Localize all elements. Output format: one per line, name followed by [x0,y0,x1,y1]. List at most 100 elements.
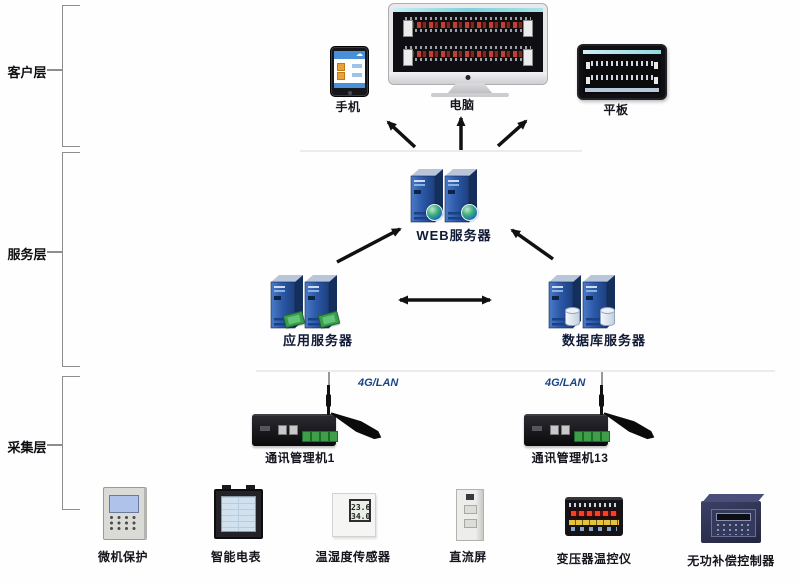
label-device-6: 无功补偿控制器 [687,554,775,568]
decoration [405,29,531,32]
device-panel [711,509,756,537]
terminal-block [601,431,610,442]
scada-band [403,16,533,40]
device-lcd [221,496,256,532]
cloud-icon: ☁ [356,51,363,58]
decoration [466,494,474,500]
phone-home-button [347,91,352,95]
decoration [260,426,270,431]
transformer-temp-controller-device [565,497,623,536]
phone-app-list [352,64,362,68]
label-computer: 电脑 [449,98,475,112]
decoration [523,49,533,66]
desktop-computer [388,3,548,85]
layer-label-service: 服务层 [7,247,47,262]
label-device-1: 微机保护 [97,550,148,564]
decoration [405,17,531,20]
phone-app-header: ☁ [334,51,365,59]
decoration [586,62,590,69]
monitor-chin [389,72,547,84]
device-display [716,513,751,521]
decoration [523,20,533,37]
decoration [654,62,658,69]
decoration [463,505,477,514]
label-device-2: 智能电表 [210,550,261,564]
app-server [266,272,344,332]
smartphone: ☁ [330,46,369,97]
bracket-tick [47,444,62,446]
decoration [405,51,531,57]
database-cylinder-icon [600,307,615,326]
device-keypad [109,515,138,532]
terminal-block [329,431,338,442]
monitor-stand [447,83,493,94]
tablet [577,44,667,100]
label-tablet: 平板 [603,103,629,117]
scada-toolbar [393,8,543,12]
phone-screen: ☁ [334,51,365,88]
layer-label-collection: 采集层 [7,440,47,455]
ethernet-port [550,425,559,435]
bracket-tick [47,69,62,71]
db-server [544,272,622,332]
temperature-reading: 23.6 [351,503,371,512]
reactive-power-controller-device [701,494,765,543]
label-web-server: WEB服务器 [416,228,492,243]
phone-app-tile [337,72,345,80]
smart-meter-device [214,485,263,539]
decoration [405,58,531,61]
label-device-4: 直流屏 [449,550,487,564]
decoration [532,426,542,431]
phone-app-list [352,73,362,77]
bracket-tick [47,251,62,253]
decoration [586,77,590,84]
terminal-block [311,431,320,442]
label-app-server: 应用服务器 [282,333,353,348]
label-comm-manager-13: 通讯管理机13 [531,451,609,465]
device-lcd [109,495,139,513]
arrow-db-to-web [510,228,555,261]
decoration [405,46,531,49]
ethernet-port [561,425,570,435]
client-layer-bracket [62,5,80,147]
label-phone: 手机 [335,100,361,114]
database-cylinder-icon [565,307,580,326]
decoration [702,494,765,502]
antenna-rod [599,385,604,415]
decoration [403,20,413,37]
led-display [569,509,619,518]
label-device-5: 变压器温控仪 [556,552,632,566]
decoration [569,520,619,525]
collection-layer-bracket [62,376,80,510]
arrow-app-to-web [336,227,402,264]
temp-humidity-sensor-device: 23.6 34.0 [332,493,376,537]
comm-manager-1 [252,414,338,446]
terminal-block [583,431,592,442]
tablet-screen [583,50,661,94]
arrow-web-to-phone [386,120,417,149]
globe-icon [461,204,478,221]
label-db-server: 数据库服务器 [561,333,646,348]
comm-manager-13 [524,414,610,446]
monitor-base [431,93,509,97]
label-device-3: 温湿度传感器 [315,550,391,564]
decoration [585,88,659,92]
microcomputer-protection-device [103,487,147,540]
dc-panel-device [456,489,484,541]
web-server [406,166,484,226]
scada-band [403,45,533,69]
scada-toolbar [583,50,661,54]
humidity-reading: 34.0 [351,512,371,521]
device-buttons [571,527,617,531]
service-layer-bracket [62,152,80,367]
label-comm-manager-1: 通讯管理机1 [265,451,335,465]
phone-app-footer [334,83,365,88]
label-link-13: 4G/LAN [545,377,586,389]
decoration [463,519,477,528]
decoration [591,61,653,66]
logo-dot [465,75,471,80]
computer-screen [393,8,543,72]
device-lcd: 23.6 34.0 [349,499,371,522]
decoration [591,75,653,80]
